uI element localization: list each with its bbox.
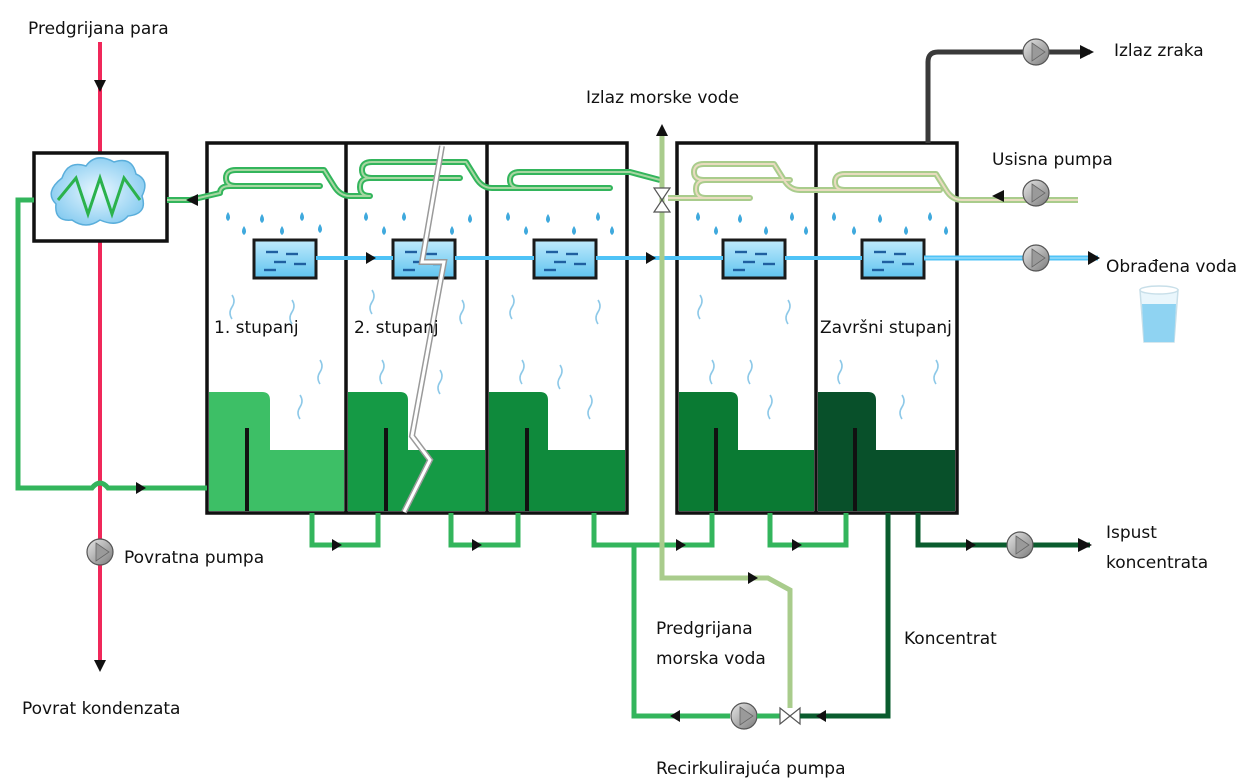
label-preheated-seawater-line2: morska voda	[656, 649, 766, 669]
recirculation-line	[631, 545, 801, 730]
label-condensate-return: Povrat kondenzata	[22, 699, 180, 719]
brine-coil	[167, 159, 661, 206]
arrow-down-icon	[94, 660, 106, 672]
seawater-outlet-line	[652, 124, 793, 708]
label-recirc-pump: Recirkulirajuća pumpa	[656, 759, 846, 779]
label-return-pump: Povratna pumpa	[124, 548, 264, 568]
steam-line	[94, 42, 106, 672]
brine-transfer-pipes	[309, 513, 849, 551]
label-brine-discharge-line2: koncentrata	[1106, 553, 1208, 573]
label-stage-2: 2. stupanj	[354, 318, 439, 338]
pump-icon	[1022, 244, 1050, 272]
label-preheated-seawater-line1: Predgrijana	[656, 619, 753, 639]
pump-icon	[730, 702, 758, 730]
label-final-stage: Završni stupanj	[820, 318, 952, 338]
label-concentrate: Koncentrat	[904, 629, 997, 649]
concentrate-line	[800, 513, 1092, 722]
label-steam-in: Predgrijana para	[28, 19, 169, 39]
label-product-water: Obrađena voda	[1106, 257, 1237, 277]
pump-icon	[1022, 179, 1050, 207]
label-air-out: Izlaz zraka	[1114, 41, 1204, 61]
valve-icon	[652, 187, 672, 213]
label-stage-1: 1. stupanj	[214, 318, 299, 338]
air-outlet-line	[925, 38, 1094, 143]
brine-heater	[32, 151, 169, 243]
label-brine-discharge-line1: Ispust	[1106, 523, 1157, 543]
pump-icon	[86, 538, 114, 566]
valve-icon	[779, 706, 801, 726]
arrow-down-icon	[94, 80, 106, 92]
heat-exchanger-icon	[50, 157, 146, 226]
water-glass-icon	[1139, 285, 1179, 343]
seawater-coil	[668, 161, 1078, 207]
label-suction-pump: Usisna pumpa	[992, 150, 1113, 170]
brine-pools	[209, 392, 955, 511]
pump-icon	[1022, 38, 1050, 66]
label-seawater-out: Izlaz morske vode	[586, 88, 739, 108]
pump-icon	[1006, 531, 1034, 559]
arrow-up-icon	[656, 124, 668, 136]
heated-brine-line	[15, 197, 207, 494]
